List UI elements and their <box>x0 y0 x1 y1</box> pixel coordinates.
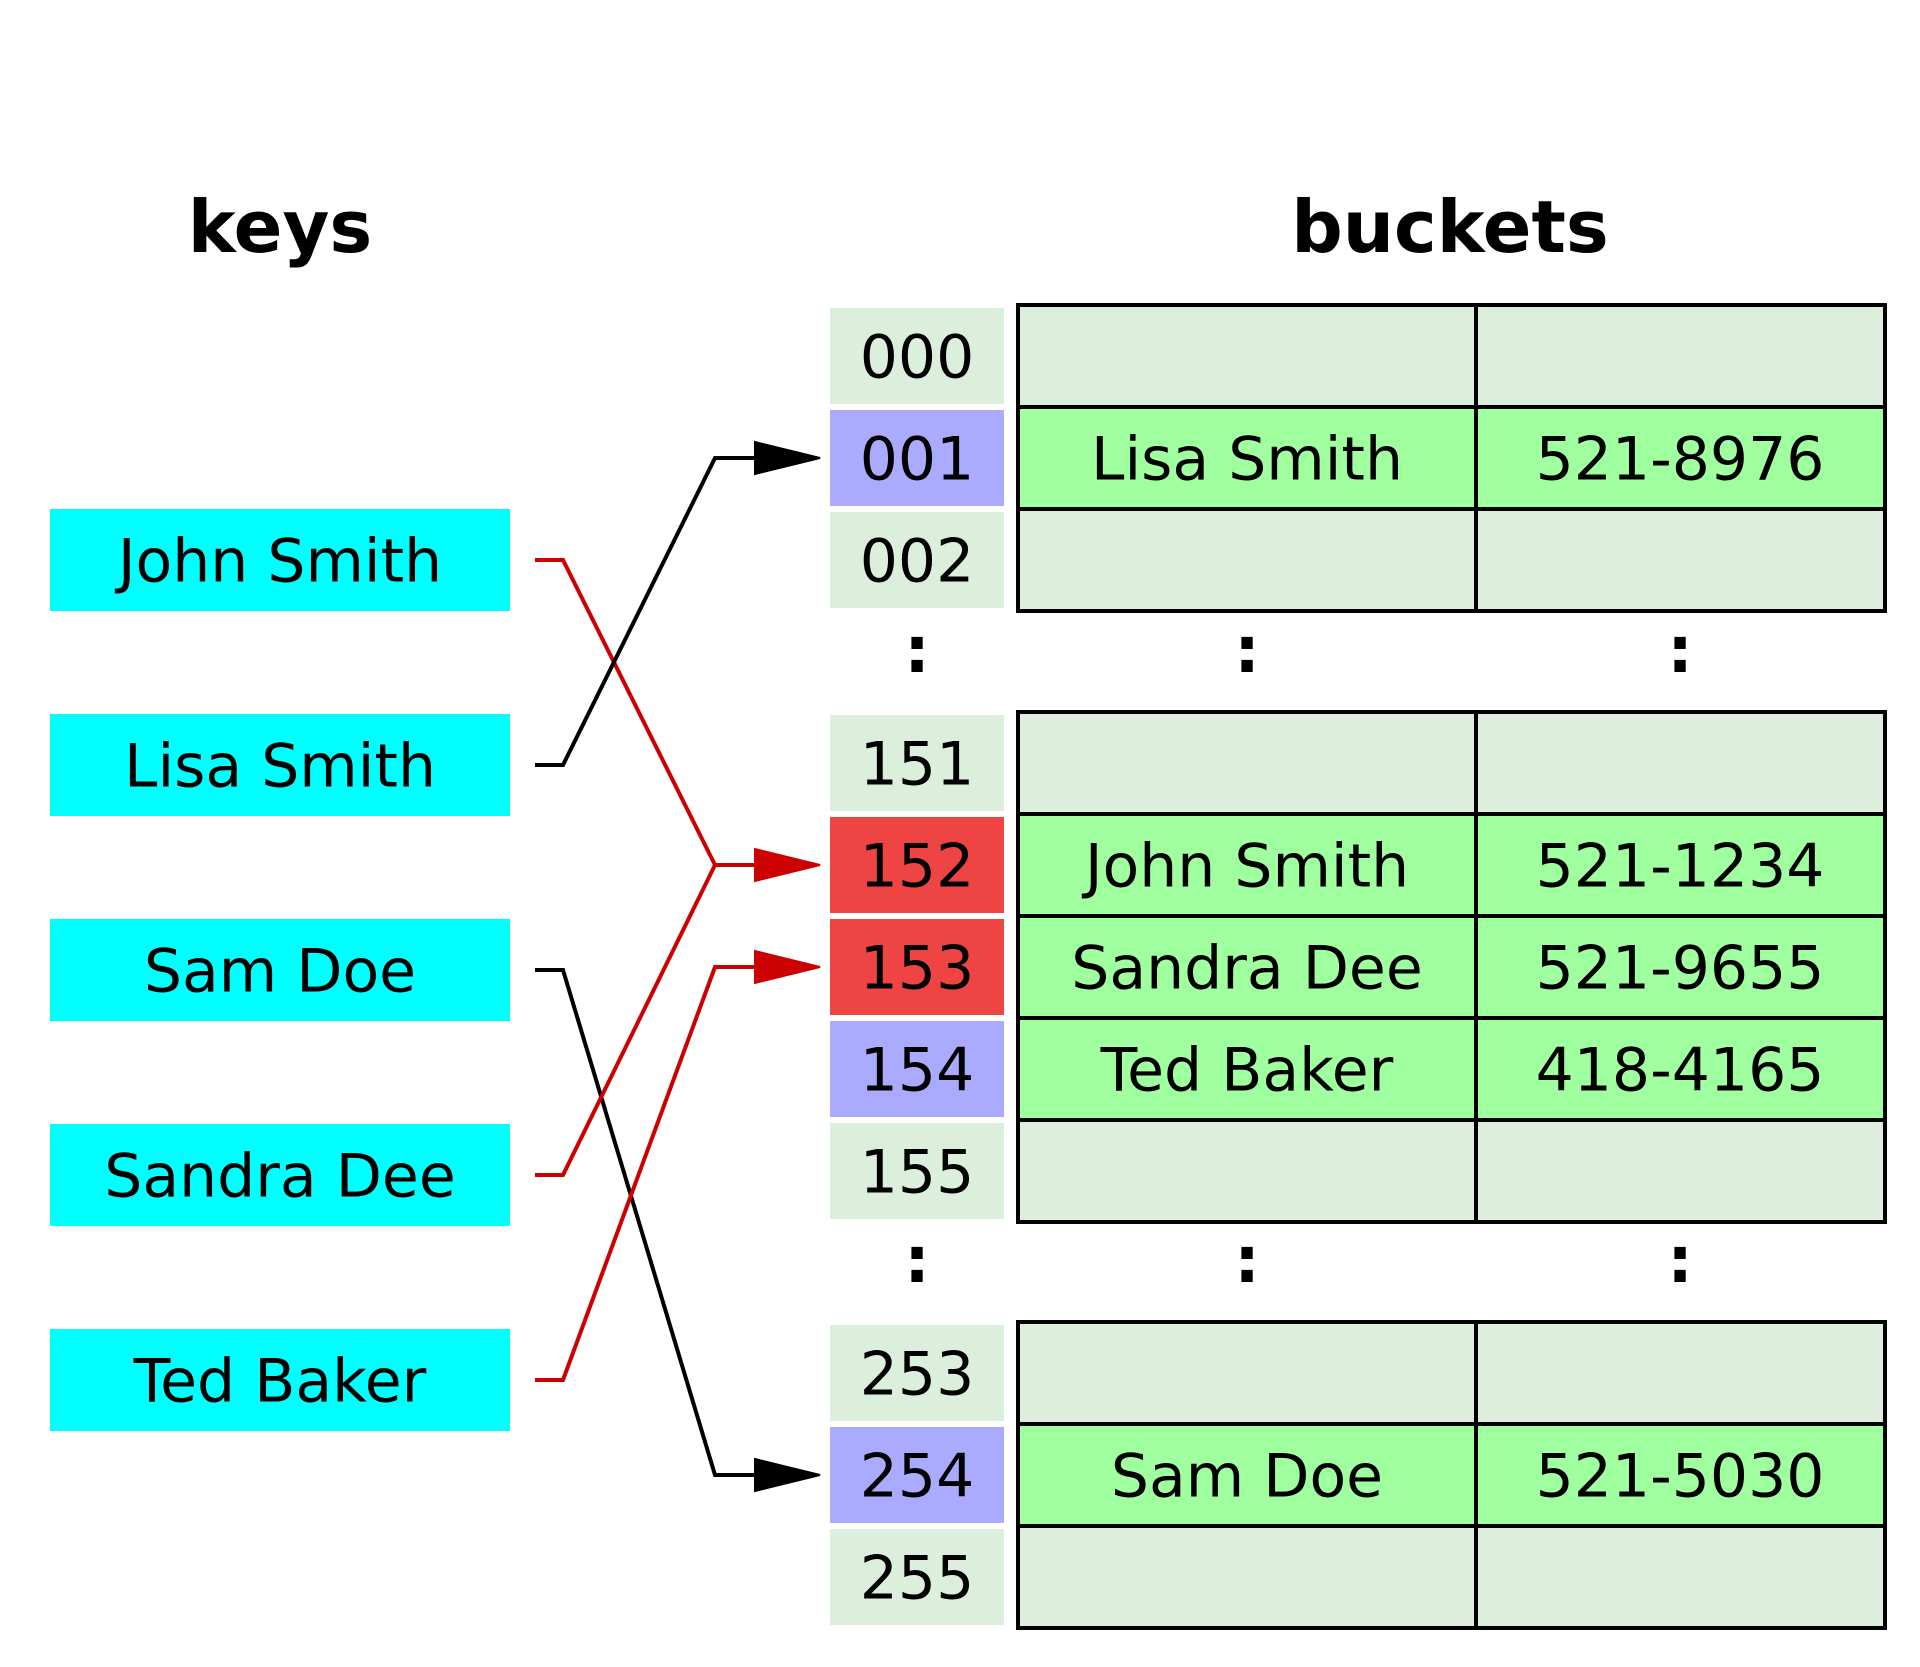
index-cell-bg <box>830 512 1004 608</box>
key-label: Sam Doe <box>144 937 416 1007</box>
keys-header: keys <box>188 185 373 269</box>
bucket-name-text: John Smith <box>1081 832 1409 902</box>
bucket-name-text: Lisa Smith <box>1091 425 1403 495</box>
index-label-155: 155 <box>860 1138 975 1208</box>
bucket-phone-text: 521-1234 <box>1536 832 1825 902</box>
index-cell-bg <box>830 919 1004 1015</box>
index-label-152: 152 <box>860 832 975 902</box>
key-label: Sandra Dee <box>104 1142 456 1212</box>
bucket-phone-cell <box>1474 405 1887 511</box>
index-cell-bg <box>830 308 1004 404</box>
index-label-002: 002 <box>860 527 975 597</box>
index-cell-bg <box>830 1123 1004 1219</box>
key-box <box>50 714 510 816</box>
index-cell-bg <box>830 1021 1004 1117</box>
ellipsis-mark: : <box>1667 1224 1693 1298</box>
hash-link <box>535 558 755 867</box>
index-label-151: 151 <box>860 730 975 800</box>
index-label-253: 253 <box>860 1340 975 1410</box>
bucket-name-cell <box>1016 1320 1478 1426</box>
bucket-phone-cell <box>1474 1422 1887 1528</box>
index-cell-bg <box>830 1325 1004 1421</box>
buckets-header: buckets <box>1291 185 1609 269</box>
index-label-255: 255 <box>860 1544 975 1614</box>
hash-link <box>535 968 755 1477</box>
ellipsis-mark: : <box>1234 614 1260 688</box>
key-box <box>50 1329 510 1431</box>
ellipsis-mark: : <box>1234 1224 1260 1298</box>
bucket-phone-cell <box>1474 1524 1887 1630</box>
bucket-name-text: Ted Baker <box>1100 1036 1394 1106</box>
bucket-phone-text: 521-9655 <box>1536 934 1825 1004</box>
bucket-name-cell <box>1016 1016 1478 1122</box>
bucket-phone-cell <box>1474 812 1887 918</box>
bucket-phone-cell <box>1474 914 1887 1020</box>
ellipsis-mark: : <box>904 614 930 688</box>
key-box <box>50 1124 510 1226</box>
index-label-000: 000 <box>860 323 975 393</box>
bucket-phone-text: 521-5030 <box>1536 1442 1825 1512</box>
arrowhead <box>754 440 821 476</box>
arrowhead <box>754 1457 821 1493</box>
ellipsis-mark: : <box>904 1224 930 1298</box>
index-label-254: 254 <box>860 1442 975 1512</box>
bucket-phone-cell <box>1474 710 1887 816</box>
hash-link <box>535 863 755 1177</box>
hash-link <box>535 456 755 767</box>
arrowhead <box>754 847 821 883</box>
key-label: John Smith <box>114 527 442 597</box>
key-box <box>50 919 510 1021</box>
bucket-phone-text: 418-4165 <box>1536 1036 1825 1106</box>
key-label: Lisa Smith <box>124 732 436 802</box>
bucket-name-cell <box>1016 710 1478 816</box>
bucket-name-cell <box>1016 303 1478 409</box>
bucket-phone-cell <box>1474 303 1887 409</box>
index-cell-bg <box>830 410 1004 506</box>
index-cell-bg <box>830 1529 1004 1625</box>
arrowhead <box>754 949 821 985</box>
bucket-phone-cell <box>1474 1016 1887 1122</box>
hash-arrows <box>535 440 821 1493</box>
key-label: Ted Baker <box>133 1347 427 1417</box>
bucket-phone-text: 521-8976 <box>1536 425 1825 495</box>
bucket-name-text: Sam Doe <box>1111 1442 1383 1512</box>
index-column: 000 001 002 151 152 153 154 155 253 254 255 <box>830 308 1004 1625</box>
index-label-153: 153 <box>860 934 975 1004</box>
bucket-name-cell <box>1016 1524 1478 1630</box>
index-cell-bg <box>830 1427 1004 1523</box>
hash-link <box>535 965 755 1382</box>
index-cell-bg <box>830 715 1004 811</box>
bucket-name-cell <box>1016 1422 1478 1528</box>
key-box <box>50 509 510 611</box>
index-label-001: 001 <box>860 425 975 495</box>
bucket-name-text: Sandra Dee <box>1071 934 1423 1004</box>
bucket-name-cell <box>1016 507 1478 613</box>
index-label-154: 154 <box>860 1036 975 1106</box>
bucket-name-cell <box>1016 1118 1478 1224</box>
bucket-phone-cell <box>1474 507 1887 613</box>
index-cell-bg <box>830 817 1004 913</box>
ellipsis-row: :::::: <box>904 614 1693 1298</box>
bucket-phone-cell <box>1474 1118 1887 1224</box>
ellipsis-mark: : <box>1667 614 1693 688</box>
bucket-phone-cell <box>1474 1320 1887 1426</box>
